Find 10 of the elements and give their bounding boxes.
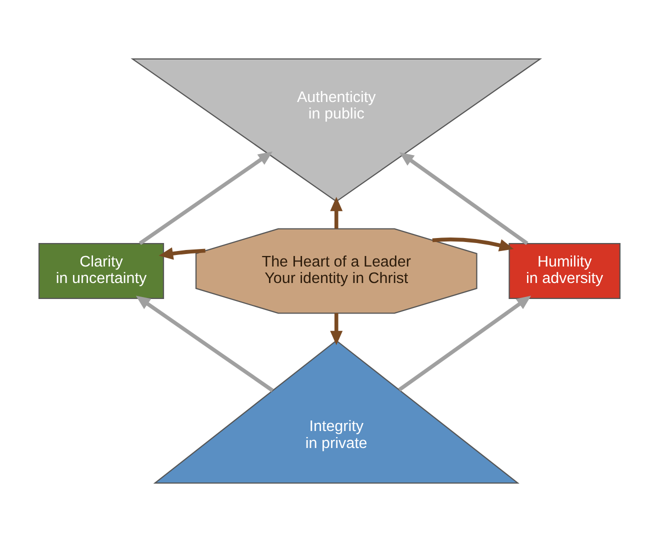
arrow (432, 238, 514, 252)
arrow (158, 247, 206, 260)
arrow (330, 196, 343, 229)
arrow (399, 152, 528, 246)
arrow (136, 296, 274, 392)
node-box: Humility in adversity (508, 242, 621, 300)
node-box: Clarity in uncertainty (38, 242, 164, 300)
arrow (330, 313, 343, 346)
arrow (398, 296, 532, 392)
arrow (138, 151, 273, 245)
